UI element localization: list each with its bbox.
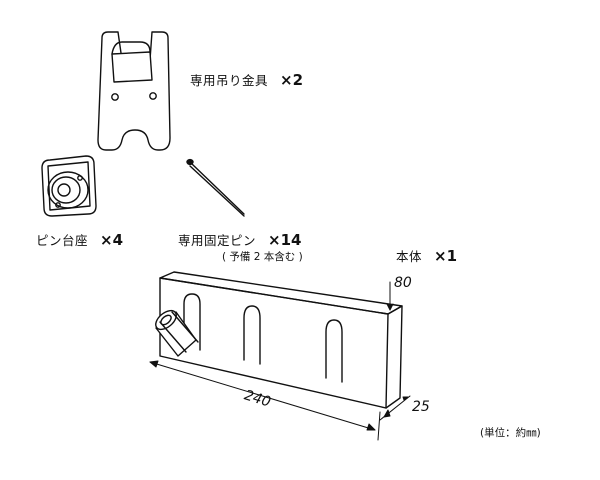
unit-note: (単位：約㎜): [480, 427, 541, 439]
dimension-lines: [149, 281, 411, 441]
pin-base-illustration: [41, 155, 97, 217]
bracket-quantity: ×2: [280, 71, 304, 89]
bracket-label: 専用吊り金具 ×2: [190, 72, 303, 88]
depth-dimension: 25: [412, 399, 430, 415]
pin-spare-note: ( 予備 2 本含む ): [222, 251, 303, 263]
pin-base-name: ピン台座: [36, 233, 89, 248]
pin-label: 専用固定ピン ×14: [178, 232, 301, 248]
body-quantity: ×1: [434, 247, 458, 265]
hanging-bracket-illustration: [97, 31, 171, 151]
pin-quantity: ×14: [268, 231, 302, 249]
bracket-name: 専用吊り金具: [190, 73, 269, 88]
pin-base-label: ピン台座 ×4: [36, 232, 123, 248]
height-dimension: 80: [394, 275, 412, 291]
fixing-pin-illustration: [186, 158, 245, 217]
pin-name: 専用固定ピン: [178, 233, 257, 248]
pin-base-quantity: ×4: [100, 231, 124, 249]
body-name: 本体: [396, 249, 423, 264]
body-label: 本体 ×1: [396, 248, 457, 264]
main-body-illustration: [155, 271, 403, 409]
